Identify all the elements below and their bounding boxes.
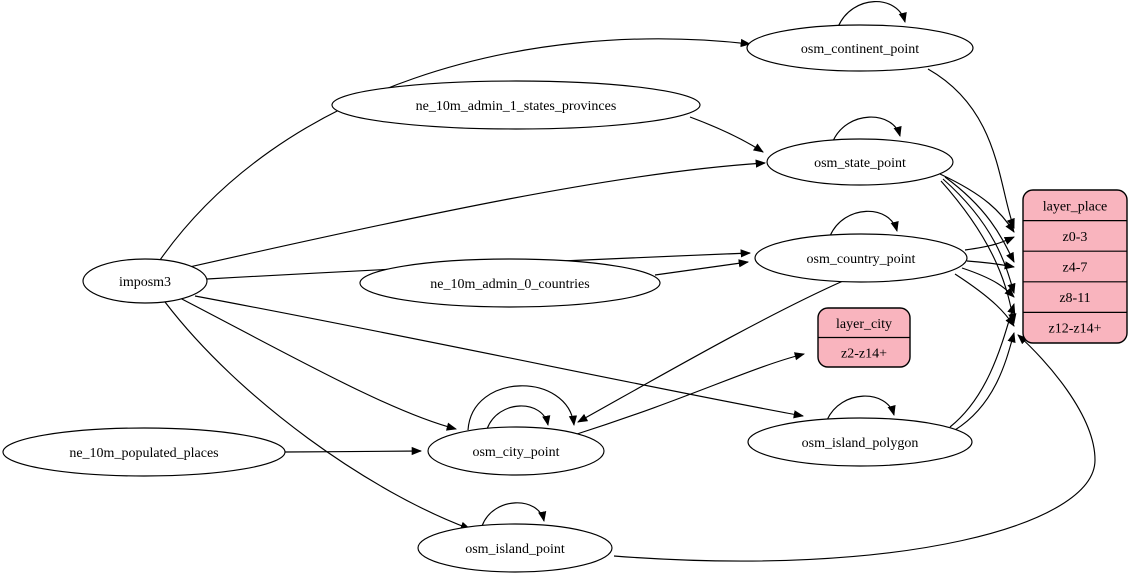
node-osm_city_point: osm_city_point bbox=[427, 426, 605, 476]
node-osm_country_point: osm_country_point bbox=[754, 233, 968, 283]
node-osm_state_point: osm_state_point bbox=[766, 138, 954, 186]
edge-osm_country_point-to-osm_city_point bbox=[577, 280, 844, 423]
edge-imposm3-to-osm_island_point bbox=[164, 301, 471, 530]
node-ne_10m_admin_1_states_provinces-label: ne_10m_admin_1_states_provinces bbox=[416, 99, 617, 114]
edge-osm_country_point-to-layer_place.z8-11 bbox=[961, 267, 1015, 298]
node-osm_island_point-shape bbox=[417, 523, 613, 573]
node-osm_island_polygon: osm_island_polygon bbox=[747, 417, 973, 467]
edge-osm_state_point-to-layer_place.z0-3 bbox=[939, 173, 1015, 233]
node-osm_city_point-shape bbox=[427, 426, 605, 476]
record-layer_place-row-z12-z14+: z12-z14+ bbox=[1049, 322, 1102, 337]
record-layer_place-row-z4-7: z4-7 bbox=[1063, 261, 1088, 276]
self-loop-edge-osm_island_point-to-osm_island_point bbox=[481, 502, 547, 527]
node-ne_10m_populated_places-shape bbox=[2, 427, 286, 477]
edge-osm_island_polygon-to-layer_place.z12-z14+ bbox=[954, 332, 1016, 431]
node-osm_continent_point-label: osm_continent_point bbox=[801, 42, 919, 57]
edge-osm_island_point-to-layer_place.z12-z14+ bbox=[613, 334, 1096, 562]
node-osm_state_point-shape bbox=[766, 138, 954, 186]
edge-osm_country_point-to-layer_place.z4-7 bbox=[966, 260, 1016, 270]
self-loop-edge-osm_continent_point-to-osm_continent_point bbox=[837, 1, 907, 28]
self-loop-edge-osm_city_point-to-osm_city_point bbox=[486, 405, 551, 430]
node-imposm3-shape bbox=[82, 258, 208, 304]
node-imposm3: imposm3 bbox=[82, 258, 208, 304]
edge-osm_continent_point-to-layer_place.z0-3 bbox=[927, 68, 1015, 229]
node-ne_10m_populated_places: ne_10m_populated_places bbox=[2, 427, 286, 477]
node-osm_state_point-label: osm_state_point bbox=[814, 156, 906, 171]
edge-osm_city_point-to-layer_city.z2-z14+ bbox=[576, 352, 806, 435]
node-osm_country_point-shape bbox=[754, 233, 968, 283]
edge-ne_10m_admin_1_states_provinces-to-osm_state_point bbox=[689, 116, 764, 153]
self-loop-edge-osm_state_point-to-osm_state_point bbox=[832, 116, 902, 142]
record-layer_place-row-z8-11: z8-11 bbox=[1059, 291, 1090, 306]
record-layer_city-title: layer_city bbox=[836, 317, 892, 332]
node-osm_island_point: osm_island_point bbox=[417, 523, 613, 573]
edge-osm_island_polygon-to-layer_place.z8-11 bbox=[949, 303, 1016, 428]
record-layer_place-title: layer_place bbox=[1043, 199, 1108, 214]
edge-ne_10m_populated_places-to-osm_city_point bbox=[284, 446, 423, 456]
record-layer_city-row-z2-z14+: z2-z14+ bbox=[841, 346, 887, 361]
node-osm_continent_point: osm_continent_point bbox=[746, 24, 974, 72]
node-osm_island_point-label: osm_island_point bbox=[465, 542, 565, 557]
node-ne_10m_admin_1_states_provinces-shape bbox=[331, 80, 701, 130]
node-osm_island_polygon-shape bbox=[747, 417, 973, 467]
node-osm_country_point-label: osm_country_point bbox=[807, 252, 916, 267]
record-layer_place-box bbox=[1022, 189, 1128, 344]
edge-osm_country_point-to-layer_place.z0-3 bbox=[964, 236, 1015, 251]
node-osm_continent_point-shape bbox=[746, 24, 974, 72]
record-layer_place: layer_place z0-3 z4-7 z8-11 z12-z14+ bbox=[1022, 189, 1128, 344]
self-loop-edge-osm_city_point-to-osm_city_point bbox=[467, 385, 578, 431]
self-loop-edge-osm_island_polygon-to-osm_island_polygon bbox=[826, 395, 896, 421]
node-osm_island_polygon-label: osm_island_polygon bbox=[802, 436, 919, 451]
self-loop-edge-osm_country_point-to-osm_country_point bbox=[829, 210, 899, 237]
edge-osm_state_point-to-layer_place.z8-11 bbox=[942, 178, 1016, 294]
record-layer_city: layer_city z2-z14+ bbox=[817, 307, 911, 368]
edge-osm_state_point-to-layer_place.z4-7 bbox=[944, 176, 1015, 263]
node-ne_10m_admin_0_countries-shape bbox=[359, 258, 661, 308]
record-layer_place-row-z0-3: z0-3 bbox=[1063, 230, 1088, 245]
edge-imposm3-to-osm_state_point bbox=[184, 159, 767, 269]
node-ne_10m_admin_0_countries-label: ne_10m_admin_0_countries bbox=[430, 277, 589, 292]
node-ne_10m_populated_places-label: ne_10m_populated_places bbox=[69, 446, 218, 461]
node-osm_city_point-label: osm_city_point bbox=[472, 445, 559, 460]
edge-ne_10m_admin_0_countries-to-osm_country_point bbox=[654, 259, 750, 276]
node-ne_10m_admin_1_states_provinces: ne_10m_admin_1_states_provinces bbox=[331, 80, 701, 130]
edge-imposm3-to-osm_continent_point bbox=[159, 38, 752, 261]
node-imposm3-label: imposm3 bbox=[119, 275, 171, 290]
node-ne_10m_admin_0_countries: ne_10m_admin_0_countries bbox=[359, 258, 661, 308]
edge-imposm3-to-osm_city_point bbox=[177, 296, 458, 431]
edge-imposm3-to-osm_island_polygon bbox=[194, 295, 805, 419]
edge-osm_country_point-to-layer_place.z12-z14+ bbox=[954, 273, 1015, 327]
